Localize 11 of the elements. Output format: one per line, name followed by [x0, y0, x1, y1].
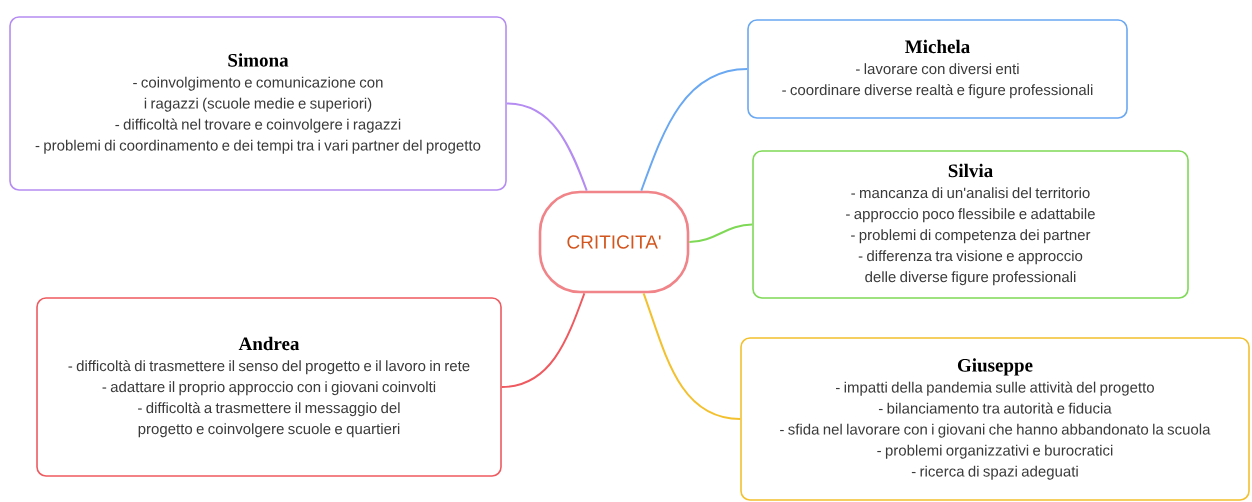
- topic-box: Giuseppe - impatti della pandemia sulle attività del progetto - bilanciamento tra autorità e fiducia - sfida nel lavorare con i giovani che hanno abbandonato la scuola - problemi organizzativi e burocratici - ricerca di spazi adeguati: [740, 337, 1250, 501]
- topic-box: Andrea - difficoltà di trasmettere il senso del progetto e il lavoro in rete - adattare il proprio approccio con i giovani coinvolti - difficoltà a trasmettere il messaggio del progetto e coinvolgere scuole e quartieri: [36, 297, 502, 477]
- central-topic: CRITICITA': [538, 190, 690, 294]
- connector-line: [688, 223, 754, 243]
- connector-line: [500, 292, 586, 388]
- connector-line: [642, 292, 742, 420]
- connector-line: [505, 102, 588, 192]
- connector-line: [640, 68, 749, 192]
- topic-box: Michela - lavorare con diversi enti - coordinare diverse realtà e figure professionali: [747, 19, 1128, 119]
- topic-box: Simona - coinvolgimento e comunicazione con i ragazzi (scuole medie e superiori) - difficoltà nel trovare e coinvolgere i ragazzi - problemi di coordinamento e dei tempi tra i vari partner del progetto: [9, 16, 507, 191]
- topic-box: Silvia - mancanza di un'analisi del territorio - approccio poco flessibile e adattabile - problemi di competenza dei partner - differenza tra visione e approccio delle diverse figure professionali: [752, 150, 1189, 299]
